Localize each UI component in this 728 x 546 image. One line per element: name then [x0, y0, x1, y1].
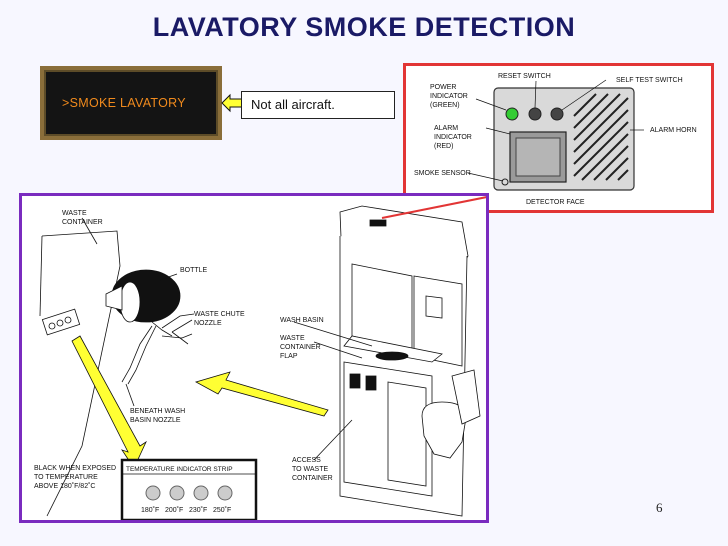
ecam-screen: >SMOKE LAVATORY: [44, 70, 218, 136]
temp-value-230: 230˚F: [189, 507, 208, 514]
note-box: Not all aircraft.: [241, 91, 395, 119]
smoke-sensor-label: SMOKE SENSOR: [414, 170, 471, 177]
temp-dot-250: [217, 485, 233, 501]
wash-basin-label: WASH BASIN: [280, 317, 324, 324]
temp-value-180: 180˚F: [141, 507, 160, 514]
self-test-switch-label: SELF TEST SWITCH: [616, 77, 683, 84]
reset-switch-label: RESET SWITCH: [498, 73, 551, 80]
bottle-label: BOTTLE: [180, 267, 208, 274]
page-number: 6: [656, 500, 663, 515]
alarm-horn-label: ALARM HORN: [650, 127, 697, 134]
power-indicator-icon: [505, 107, 519, 121]
temp-dot-180: [145, 485, 161, 501]
self-test-switch-icon: [550, 107, 564, 121]
detector-face-diagram: [467, 79, 644, 191]
temp-value-250: 250˚F: [213, 507, 232, 514]
detector-location: [369, 219, 387, 227]
detector-face-caption: DETECTOR FACE: [526, 199, 585, 206]
temp-dot-200: [169, 485, 185, 501]
temperature-strip-title: TEMPERATURE INDICATOR STRIP: [126, 466, 233, 473]
ecam-display: >SMOKE LAVATORY: [40, 66, 222, 140]
temperature-strip-box: [120, 458, 258, 522]
reset-switch-icon: [528, 107, 542, 121]
temp-dot-230: [193, 485, 209, 501]
lavatory-diagram: [39, 195, 493, 522]
page-title: LAVATORY SMOKE DETECTION: [152, 12, 576, 42]
ecam-smoke-message: >SMOKE LAVATORY: [62, 96, 186, 110]
temp-value-200: 200˚F: [165, 507, 184, 514]
